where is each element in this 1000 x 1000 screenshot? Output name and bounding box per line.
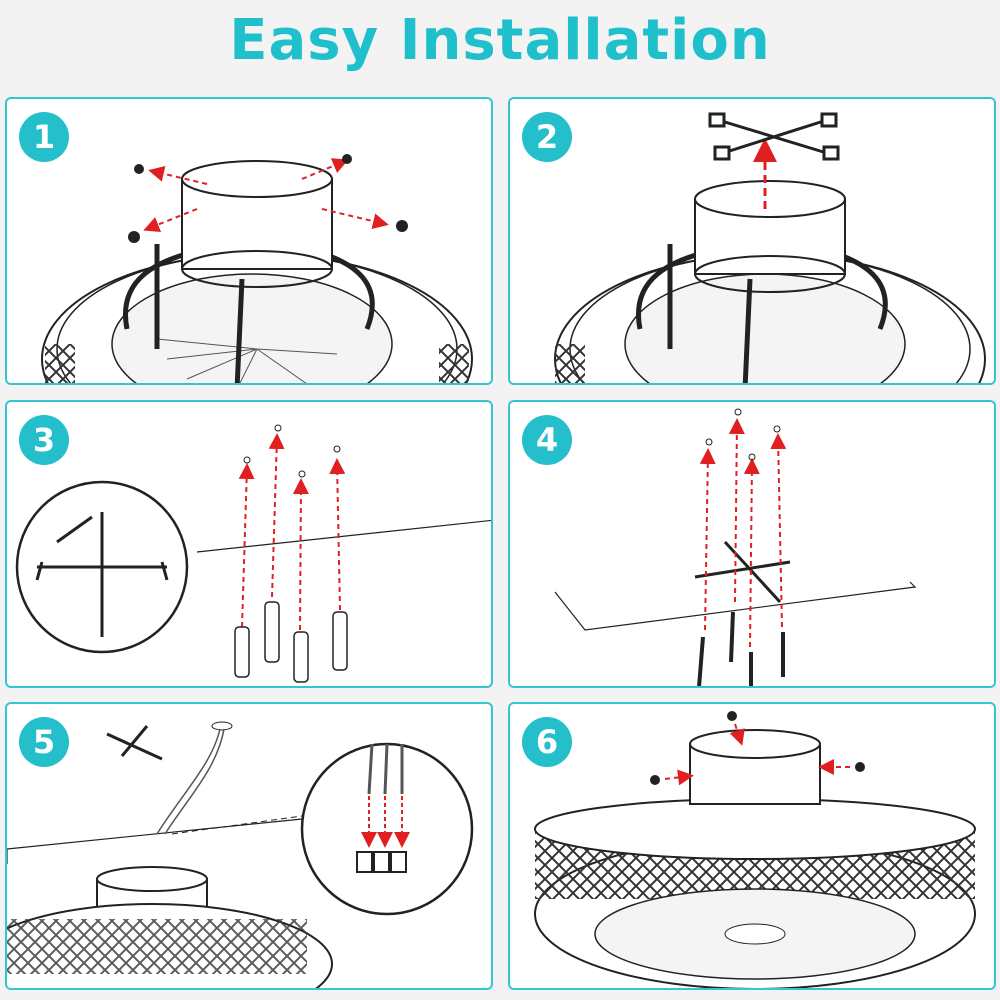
step-2-illustration bbox=[554, 112, 986, 383]
step-1-panel: 1 bbox=[5, 97, 493, 385]
step-1-illustration bbox=[41, 154, 473, 383]
step-5-panel: 5 bbox=[5, 702, 493, 990]
step-number-badge: 2 bbox=[522, 112, 572, 162]
step-number-badge: 6 bbox=[522, 717, 572, 767]
step-number-badge: 4 bbox=[522, 415, 572, 465]
step-2-panel: 2 bbox=[508, 97, 996, 385]
step-6-panel: 6 bbox=[508, 702, 996, 990]
step-6-illustration bbox=[534, 711, 976, 988]
page-title: Easy Installation bbox=[229, 8, 771, 73]
step-3-panel: 3 bbox=[5, 400, 493, 688]
step-4-illustration bbox=[554, 408, 917, 686]
step-5-illustration bbox=[7, 721, 474, 988]
step-3-illustration bbox=[15, 424, 491, 683]
step-number-badge: 3 bbox=[19, 415, 69, 465]
step-number-badge: 1 bbox=[19, 112, 69, 162]
step-4-panel: 4 bbox=[508, 400, 996, 688]
step-number-badge: 5 bbox=[19, 717, 69, 767]
